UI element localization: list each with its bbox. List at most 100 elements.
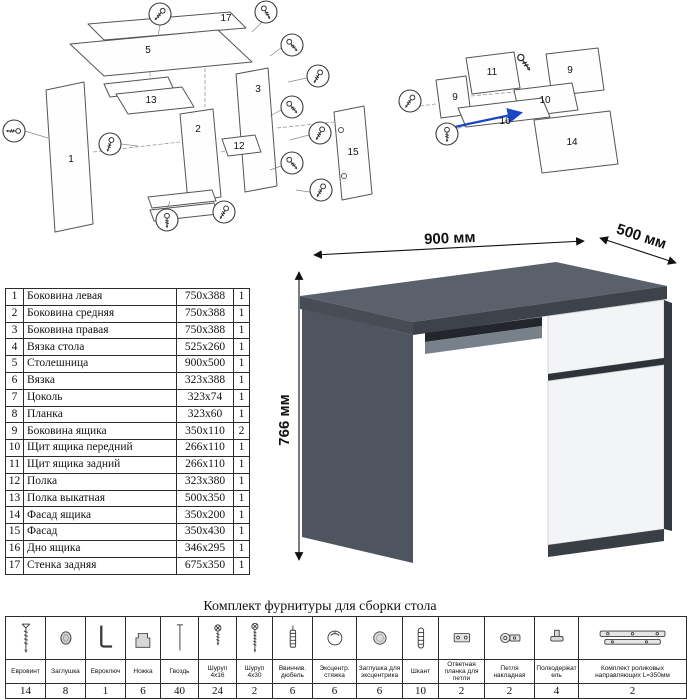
part-size: 750х388 bbox=[176, 288, 234, 306]
part-qty: 2 bbox=[233, 422, 250, 441]
part-name: Планка bbox=[23, 405, 177, 424]
part-name: Фасад ящика bbox=[23, 506, 177, 525]
hardware-qty: 4 bbox=[534, 683, 579, 700]
part-label: 10 bbox=[539, 95, 551, 106]
part-size: 266х110 bbox=[176, 439, 234, 457]
part-size: 350х110 bbox=[176, 422, 234, 441]
part-qty: 1 bbox=[233, 472, 250, 491]
hardware-icon-cell bbox=[198, 616, 237, 660]
hardware-qty: 14 bbox=[5, 683, 46, 700]
part-size: 346х295 bbox=[176, 539, 234, 558]
hardware-qty: 2 bbox=[236, 683, 273, 700]
cam-lock-icon bbox=[314, 618, 356, 659]
desk-door-front bbox=[547, 364, 665, 546]
part-name: Боковина правая bbox=[23, 321, 177, 340]
screw-callout bbox=[2, 119, 26, 143]
hardware-icon-cell bbox=[125, 616, 161, 660]
hardware-icon-cell bbox=[5, 616, 46, 660]
part-label: 14 bbox=[566, 137, 578, 148]
roller-guide-icon bbox=[580, 618, 686, 659]
part-size: 675х350 bbox=[176, 556, 234, 575]
hardware-name: Комплект роликовых направляющих L=350мм bbox=[578, 658, 687, 685]
foot-icon bbox=[127, 618, 160, 659]
part-number: 1 bbox=[5, 288, 24, 306]
depth-dimension-label: 500 мм bbox=[614, 221, 668, 253]
part-qty: 1 bbox=[233, 338, 250, 357]
hinge-mark bbox=[338, 127, 344, 133]
part-qty: 1 bbox=[233, 455, 250, 474]
part-label: 1 bbox=[68, 154, 74, 165]
part-qty: 1 bbox=[233, 355, 250, 373]
part-size: 323х388 bbox=[176, 371, 234, 390]
hardware-qty: 6 bbox=[125, 683, 161, 700]
hardware-icon-cell bbox=[356, 616, 403, 660]
part-number: 8 bbox=[5, 405, 24, 424]
part-qty: 1 bbox=[233, 489, 250, 508]
panel-top-5 bbox=[69, 29, 253, 77]
hardware-icon-cell bbox=[160, 616, 199, 660]
screw-callout bbox=[435, 122, 459, 146]
part-name: Вязка стола bbox=[23, 338, 177, 357]
hardware-name: Ответная планка для петли bbox=[438, 658, 485, 685]
shelf-pin-icon bbox=[536, 618, 578, 659]
depth-dimension-line bbox=[599, 236, 677, 265]
panel-back-wall-17 bbox=[87, 11, 247, 41]
hardware-qty: 24 bbox=[198, 683, 237, 700]
part-number: 9 bbox=[5, 422, 24, 441]
hardware-qty: 2 bbox=[578, 683, 687, 700]
hardware-qty: 2 bbox=[438, 683, 485, 700]
part-name: Полка bbox=[23, 472, 177, 491]
part-size: 750х388 bbox=[176, 304, 234, 323]
hardware-name: Евроключ bbox=[85, 658, 126, 685]
part-qty: 1 bbox=[233, 439, 250, 457]
part-size: 350х430 bbox=[176, 523, 234, 541]
hardware-name: Петля накладная bbox=[484, 658, 535, 685]
hardware-name: Ножка bbox=[125, 658, 161, 685]
hardware-name: Евровинт bbox=[5, 658, 46, 685]
hardware-qty: 10 bbox=[402, 683, 439, 700]
part-number: 16 bbox=[5, 539, 24, 558]
part-label: 9 bbox=[452, 92, 458, 103]
hardware-qty: 2 bbox=[484, 683, 535, 700]
part-qty: 1 bbox=[233, 506, 250, 525]
desk-top-surface bbox=[300, 262, 667, 322]
hardware-qty: 6 bbox=[356, 683, 403, 700]
screw-callout bbox=[280, 33, 304, 57]
part-size: 350х200 bbox=[176, 506, 234, 525]
panel-middle-side-2 bbox=[179, 108, 222, 203]
part-number: 17 bbox=[5, 556, 24, 575]
screw-glyph bbox=[515, 52, 533, 73]
hardware-icon-cell bbox=[534, 616, 579, 660]
part-size: 900х500 bbox=[176, 355, 234, 373]
part-label: 16 bbox=[499, 116, 511, 127]
part-number: 12 bbox=[5, 472, 24, 491]
part-number: 15 bbox=[5, 523, 24, 541]
part-label: 9 bbox=[567, 65, 573, 76]
part-name: Цоколь bbox=[23, 388, 177, 407]
part-name: Фасад bbox=[23, 523, 177, 541]
part-qty: 1 bbox=[233, 304, 250, 323]
confirmat-screw-icon bbox=[7, 618, 45, 659]
drawer-assembly-diagram: 11 9 10 9 16 14 bbox=[398, 47, 619, 174]
part-label: 11 bbox=[487, 67, 498, 78]
part-label: 12 bbox=[233, 141, 245, 152]
hex-key-icon bbox=[87, 618, 125, 659]
screw-callout bbox=[280, 95, 304, 119]
part-number: 14 bbox=[5, 506, 24, 525]
part-size: 323х74 bbox=[176, 388, 234, 407]
part-number: 2 bbox=[5, 304, 24, 323]
part-qty: 1 bbox=[233, 556, 250, 575]
part-number: 7 bbox=[5, 388, 24, 407]
part-label: 2 bbox=[195, 124, 201, 135]
